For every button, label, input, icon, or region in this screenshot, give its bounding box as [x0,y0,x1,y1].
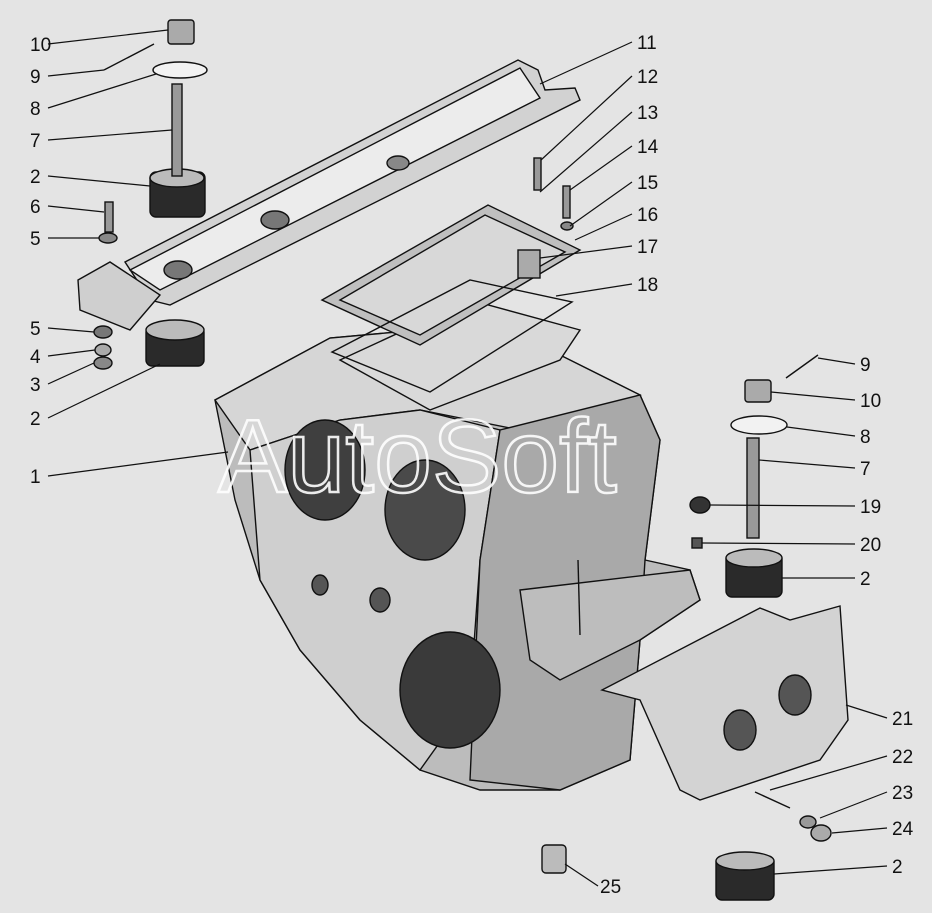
callout-label-8: 8 [30,99,41,120]
callout-label-1: 1 [30,467,41,488]
callout-label-10: 10 [30,35,51,56]
callout-label-16: 16 [637,205,658,226]
callout-label-12: 12 [637,67,658,88]
right-mount-bracket [600,605,849,801]
callout-label-7: 7 [30,131,41,152]
callout-label-19: 19 [860,497,881,518]
gearbox-housing [213,299,701,791]
watermark-text: AutoSoft [218,399,617,515]
callout-label-18: 18 [637,275,658,296]
rubber-cushions [145,168,783,901]
callout-label-8: 8 [860,427,871,448]
callout-label-25: 25 [600,877,621,898]
left-mount-bracket [77,261,162,331]
callout-label-13: 13 [637,103,658,124]
callout-label-6: 6 [30,197,41,218]
callout-label-21: 21 [892,709,913,730]
top-cover [320,204,582,393]
fasteners [93,19,832,874]
callout-label-23: 23 [892,783,913,804]
callout-label-5: 5 [30,319,41,340]
callout-label-15: 15 [637,173,658,194]
support-beam [123,59,581,306]
callout-label-9: 9 [860,355,871,376]
callout-label-11: 11 [637,33,657,54]
callout-label-5: 5 [30,229,41,250]
callout-label-3: 3 [30,375,41,396]
callout-labels: 10 9 8 7 2 6 5 5 4 3 2 1 11 12 13 14 15 … [30,33,914,898]
callout-label-2: 2 [30,409,41,430]
callout-label-24: 24 [892,819,914,840]
callout-label-9: 9 [30,67,41,88]
callout-label-17: 17 [637,237,658,258]
callout-label-2: 2 [892,857,903,878]
callout-label-7: 7 [860,459,871,480]
callout-label-14: 14 [637,137,659,158]
leader-lines [47,29,888,887]
callout-label-10: 10 [860,391,881,412]
callout-label-2: 2 [860,569,871,590]
callout-label-20: 20 [860,535,881,556]
callout-label-22: 22 [892,747,913,768]
callout-label-2: 2 [30,167,41,188]
callout-label-4: 4 [30,347,41,368]
